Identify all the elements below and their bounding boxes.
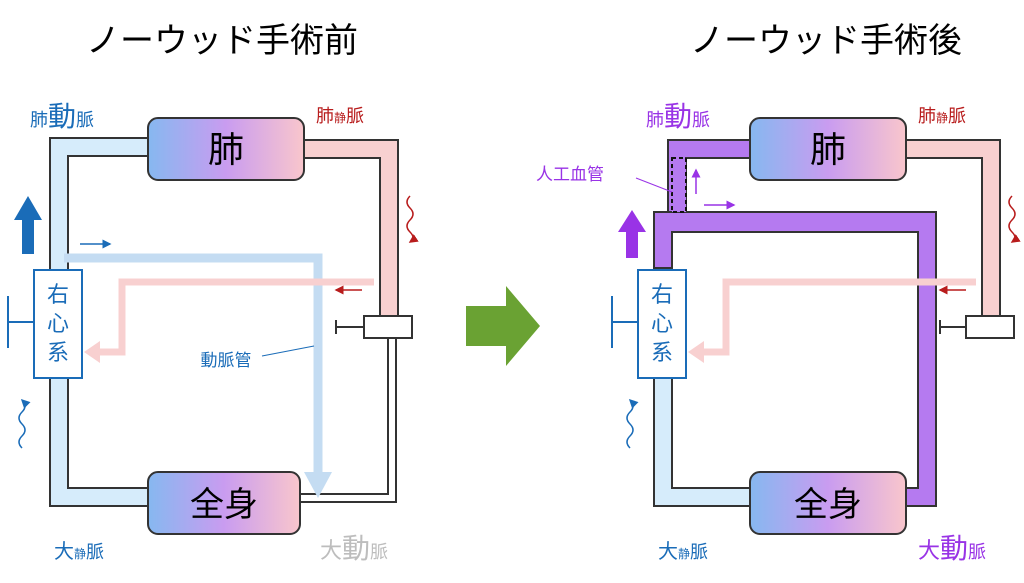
wavy-arrow-red-after [1008, 195, 1021, 243]
upflow-big-arrow-after [618, 210, 646, 258]
right-heart-char-3-after: 系 [651, 341, 673, 366]
pulmonary-vein-label-after: 肺静脈 [918, 106, 966, 127]
right-heart-char-2-after: 心 [651, 312, 673, 337]
panel-before: 肺 全身 右 心 系 動脈管 肺動脈 肺静脈 大静脈 [7, 100, 419, 565]
venous-return-arrowhead-after [688, 341, 704, 363]
title-after: ノーウッド手術後 [690, 21, 962, 61]
vena-cava-label: 大静脈 [54, 539, 104, 563]
ductus-label: 動脈管 [201, 351, 252, 371]
wavy-arrow-blue [18, 398, 31, 449]
panel-after: 肺 全身 右 心 系 人工血管 肺動脈 肺静脈 大静脈 [536, 100, 1021, 565]
pulmonary-artery-vessel [49, 137, 149, 271]
venous-return-flow-after [702, 278, 976, 356]
vena-cava-vessel [49, 377, 149, 507]
ductus-flow [64, 253, 323, 472]
title-before: ノーウッド手術前 [86, 21, 358, 61]
lung-box [147, 117, 305, 181]
venous-return-flow [98, 278, 374, 356]
right-heart-box [33, 269, 83, 379]
valve-block [363, 315, 413, 339]
vena-cava-label-after: 大静脈 [658, 539, 708, 563]
right-heart-char-3: 系 [47, 341, 69, 366]
graft-label: 人工血管 [536, 165, 604, 185]
body-box [147, 471, 301, 535]
pulmonary-artery-label-after: 肺動脈 [646, 100, 710, 133]
body-box-after [749, 471, 907, 535]
pulmonary-vein-label: 肺静脈 [316, 106, 364, 127]
wavy-arrow-red [406, 195, 419, 243]
vena-cava-vessel-after [653, 377, 751, 507]
transition-arrow [466, 286, 540, 366]
artificial-graft [671, 157, 687, 213]
ductus-leader [261, 345, 315, 357]
right-heart-char-1: 右 [47, 283, 69, 308]
right-heart-char-1-after: 右 [651, 283, 673, 308]
neo-aorta-vessel [653, 211, 937, 507]
lung-label-after: 肺 [810, 130, 846, 171]
aorta-label-after: 大動脈 [918, 532, 986, 565]
right-heart-bracket [7, 296, 34, 348]
wavy-arrow-blue-after [626, 398, 639, 449]
pulmonary-artery-label: 肺動脈 [30, 100, 94, 133]
body-label: 全身 [190, 485, 258, 525]
aorta-label: 大動脈 [320, 532, 388, 565]
right-heart-bracket-after [611, 296, 638, 348]
upflow-big-arrow [14, 196, 42, 254]
right-heart-box-after [637, 269, 687, 379]
valve-block-after [965, 315, 1015, 339]
lung-box-after [749, 117, 907, 181]
body-label-after: 全身 [794, 485, 862, 525]
graft-leader [635, 177, 673, 193]
venous-return-arrowhead [84, 341, 100, 363]
ductus-arrowhead [304, 472, 332, 498]
right-heart-char-2: 心 [47, 312, 69, 337]
lung-label: 肺 [208, 130, 244, 171]
